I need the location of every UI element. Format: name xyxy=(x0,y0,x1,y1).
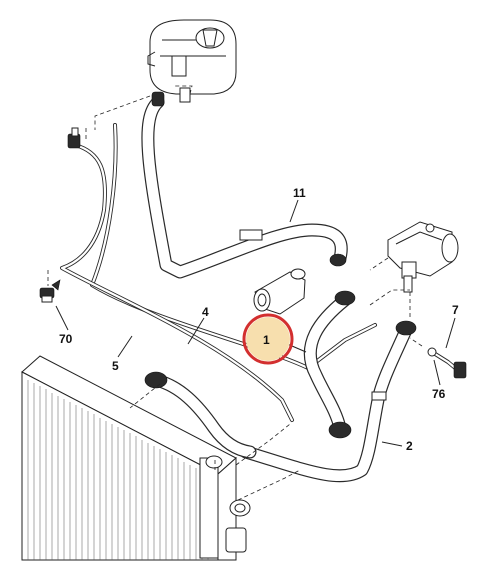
highlight-part-1 xyxy=(242,313,294,365)
connector-70 xyxy=(39,279,61,303)
callout-11: 11 xyxy=(293,186,306,200)
expansion-tank xyxy=(147,19,237,103)
callout-4: 4 xyxy=(202,305,209,319)
hose-center xyxy=(303,290,356,439)
hose-2 xyxy=(239,320,417,483)
callout-76: 76 xyxy=(432,387,446,401)
assembly-dashes xyxy=(47,85,423,501)
hose-radiator-upper xyxy=(144,371,257,459)
callout-7: 7 xyxy=(452,303,459,317)
callouts: 1 2 4 5 7 11 70 76 xyxy=(59,186,459,453)
sensor-7 xyxy=(427,347,467,379)
thermostat-housing xyxy=(387,221,459,293)
pipe-clip-top xyxy=(67,127,81,149)
radiator xyxy=(21,355,251,561)
callout-70: 70 xyxy=(59,332,73,346)
pipe-5 xyxy=(60,143,294,422)
hose-11 xyxy=(141,91,348,279)
callout-2: 2 xyxy=(406,439,413,453)
callout-5: 5 xyxy=(112,359,119,373)
callout-1: 1 xyxy=(263,333,270,347)
part-1-outlet xyxy=(253,268,306,315)
